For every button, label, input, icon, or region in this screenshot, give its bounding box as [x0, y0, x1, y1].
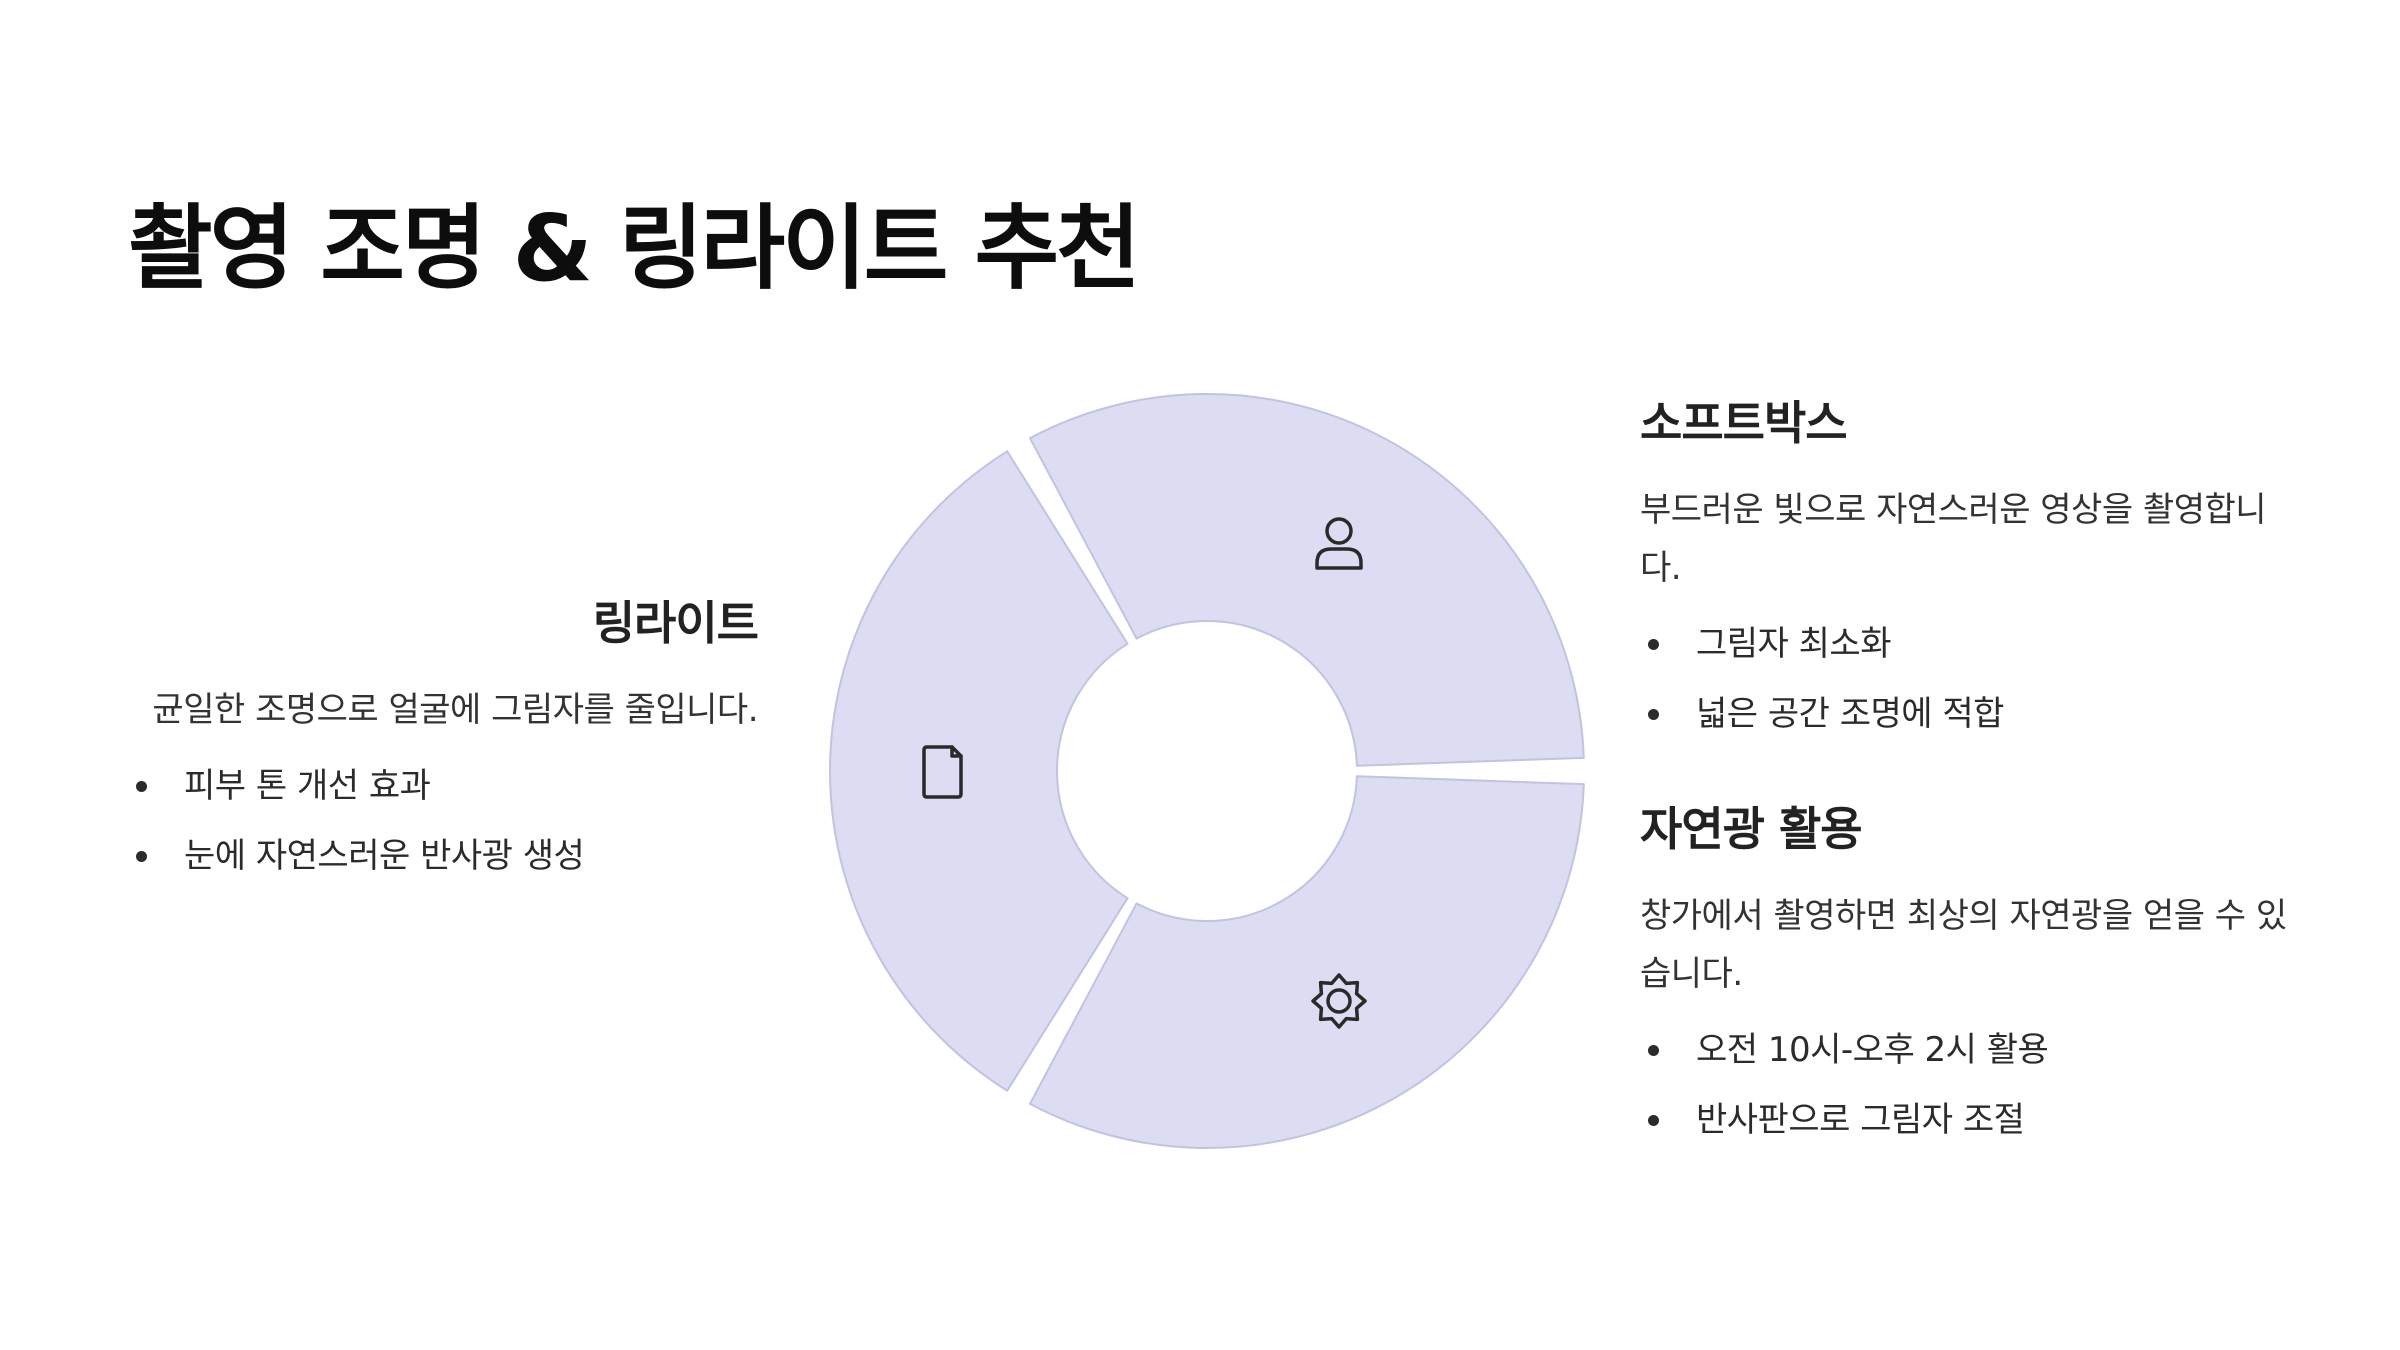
softbox-section: 소프트박스 부드러운 빛으로 자연스러운 영상을 촬영합니다. 그림자 최소화 … — [1640, 396, 2290, 759]
donut-segment-natural-light — [1029, 775, 1585, 1149]
page-title: 촬영 조명 & 링라이트 추천 — [128, 195, 1141, 302]
ringlight-bullet-list: 피부 톤 개선 효과 눈에 자연스러운 반사광 생성 — [128, 761, 758, 881]
natural-light-heading: 자연광 활용 — [1640, 802, 1863, 856]
softbox-bullet: 넓은 공간 조명에 적합 — [1640, 689, 2290, 739]
softbox-bullet-list: 그림자 최소화 넓은 공간 조명에 적합 — [1640, 619, 2290, 739]
natural-light-description: 창가에서 촬영하면 최상의 자연광을 얻을 수 있습니다. — [1640, 896, 2287, 995]
donut-segment-ringlight — [829, 450, 1129, 1092]
ringlight-bullet: 피부 톤 개선 효과 — [128, 761, 758, 811]
softbox-description: 부드러운 빛으로 자연스러운 영상을 촬영합니다. — [1640, 490, 2267, 589]
ringlight-heading: 링라이트 — [592, 596, 759, 650]
user-icon — [1315, 517, 1363, 570]
natural-light-bullet: 반사판으로 그림자 조절 — [1640, 1095, 2290, 1145]
ringlight-section: 링라이트 균일한 조명으로 얼굴에 그림자를 줄입니다. 피부 톤 개선 효과 … — [128, 596, 759, 901]
document-icon — [922, 745, 963, 799]
softbox-bullet: 그림자 최소화 — [1640, 619, 2290, 669]
natural-light-bullet: 오전 10시-오후 2시 활용 — [1640, 1025, 2290, 1075]
ringlight-bullet: 눈에 자연스러운 반사광 생성 — [128, 831, 758, 881]
ringlight-description: 균일한 조명으로 얼굴에 그림자를 줄입니다. — [152, 690, 758, 731]
gear-icon — [1311, 973, 1367, 1029]
natural-light-bullet-list: 오전 10시-오후 2시 활용 반사판으로 그림자 조절 — [1640, 1025, 2290, 1145]
natural-light-section: 자연광 활용 창가에서 촬영하면 최상의 자연광을 얻을 수 있습니다. 오전 … — [1640, 802, 2290, 1165]
donut-segment-softbox — [1029, 393, 1585, 767]
softbox-heading: 소프트박스 — [1640, 396, 1848, 450]
